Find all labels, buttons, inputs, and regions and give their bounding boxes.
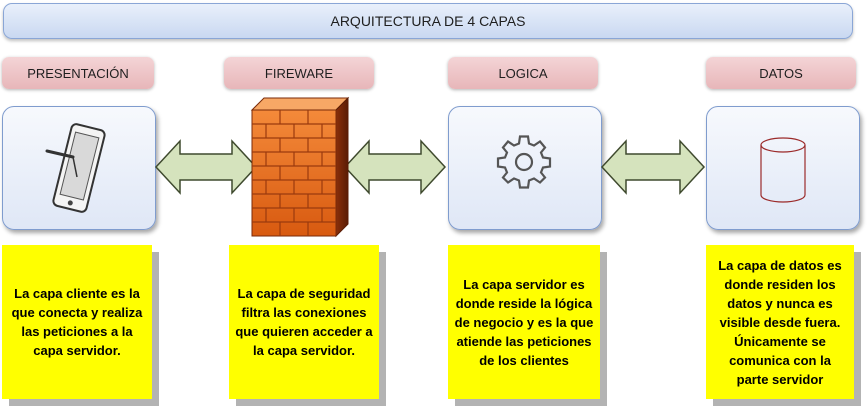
arrow-logica-datos: [600, 139, 706, 195]
label-logica: LOGICA: [448, 57, 598, 89]
gear-icon: [496, 135, 552, 189]
label-datos: DATOS: [706, 57, 856, 89]
panel-logica: [448, 106, 602, 230]
diagram-title: ARQUITECTURA DE 4 CAPAS: [3, 3, 853, 39]
tablet-icon: [45, 123, 106, 213]
note-firewall: La capa de seguridad filtra las conexion…: [229, 245, 379, 399]
panel-datos: [706, 106, 860, 230]
note-presentacion: La capa cliente es la que conecta y real…: [2, 245, 152, 399]
arrow-presentacion-firewall: [154, 139, 258, 195]
note-logica: La capa servidor es donde reside la lógi…: [448, 245, 600, 399]
label-presentacion: PRESENTACIÓN: [2, 57, 154, 89]
firewall-brick-wall-icon: [250, 96, 350, 238]
database-cylinder-icon: [760, 137, 806, 203]
label-firewall: FIREWARE: [224, 57, 374, 89]
note-datos: La capa de datos es donde residen los da…: [706, 245, 854, 399]
arrow-firewall-logica: [343, 139, 447, 195]
panel-presentacion: [2, 106, 156, 230]
